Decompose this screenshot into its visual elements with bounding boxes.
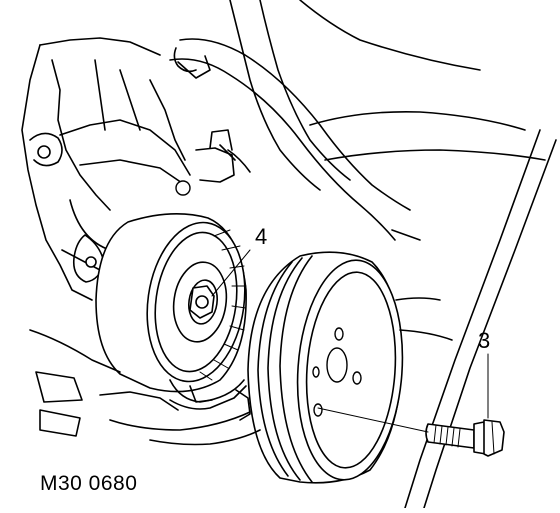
engine-block-outline [21,37,235,301]
bolt-axis-line [317,407,429,433]
callout-label-4: 4 [255,224,268,249]
hose-lines [169,0,546,241]
figure-reference-code: M30 0680 [40,472,138,495]
lower-block-outline [29,229,453,446]
pulley-bolt [425,419,505,457]
drive-belt [404,129,557,509]
pump-pulley [247,251,404,484]
leader-line-4 [211,249,251,297]
leader-lines [211,249,489,433]
callout-label-3: 3 [478,328,491,353]
idler-pulley [95,213,247,403]
